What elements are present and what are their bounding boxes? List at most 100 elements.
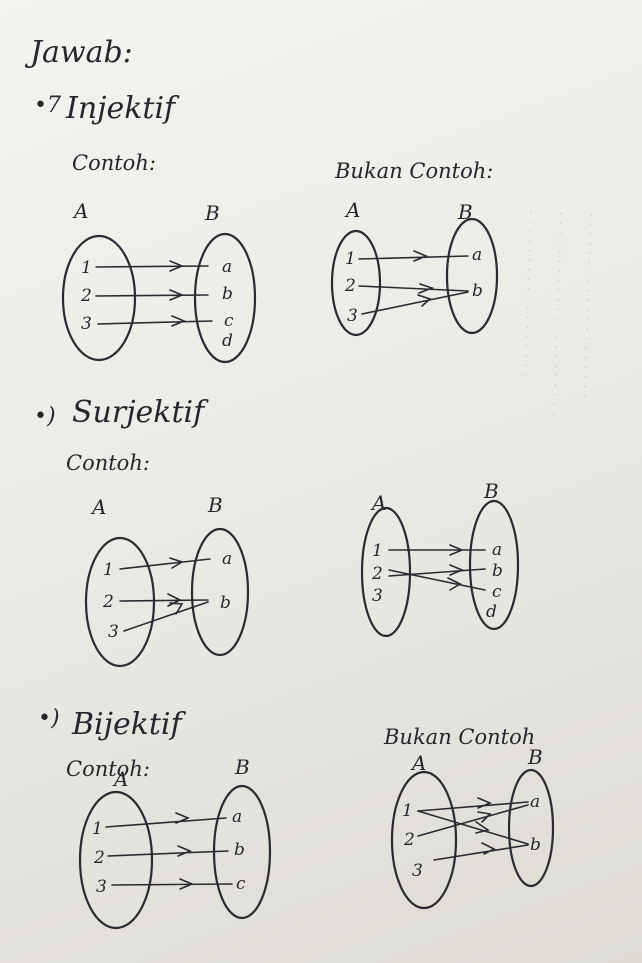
domain-element: 2: [344, 276, 356, 296]
surjektif-nonexample-diagram: A B 1 2 3 a b c d: [360, 479, 520, 638]
set-b-label: B: [457, 200, 473, 224]
set-a-ellipse: [360, 506, 412, 638]
domain-element: 1: [345, 249, 356, 269]
mapping-arrow: [361, 291, 469, 315]
domain-element: 3: [412, 861, 423, 881]
set-a-label: A: [90, 495, 106, 519]
surjektif-example-diagram: A B 1 2 3 a b: [84, 493, 250, 668]
bullet-marker: •): [38, 706, 60, 731]
set-a-ellipse: [84, 536, 156, 668]
set-a-ellipse: [390, 770, 458, 910]
mapping-arrow: [119, 557, 211, 570]
mapping-arrow: [417, 797, 529, 812]
codomain-element: b: [492, 561, 503, 581]
mapping-arrow: [388, 564, 486, 577]
example-label: Contoh:: [66, 451, 150, 475]
set-b-ellipse: [507, 768, 555, 888]
set-a-ellipse: [330, 229, 382, 337]
domain-element: 3: [96, 877, 107, 897]
set-b-label: B: [234, 755, 250, 779]
domain-element: 2: [403, 830, 415, 850]
example-label: Contoh:: [72, 151, 156, 175]
codomain-element: b: [530, 835, 541, 855]
domain-element: 2: [93, 848, 105, 868]
domain-element: 1: [372, 541, 383, 561]
mapping-arrow: [97, 315, 213, 327]
set-a-label: A: [112, 767, 128, 791]
codomain-element: d: [222, 331, 233, 351]
set-b-ellipse: [445, 217, 499, 335]
codomain-element: c: [492, 582, 502, 602]
domain-element: 1: [92, 819, 103, 839]
injektif-nonexample-diagram: A B 1 2 3 a b: [330, 198, 499, 337]
example-label: Contoh:: [66, 757, 150, 781]
section-surjektif: •) Surjektif Contoh: A B 1 2 3 a b A B 1…: [34, 395, 520, 668]
bleed-through-text: . . . . . . . . . . . . . . . . . . . . …: [520, 210, 604, 417]
mapping-arrow: [95, 260, 209, 272]
mapping-arrow: [119, 593, 209, 607]
mapping-arrow: [123, 601, 209, 632]
mapping-arrow: [107, 845, 229, 857]
mapping-arrow: [388, 544, 486, 556]
set-b-ellipse: [193, 232, 257, 364]
codomain-element: a: [222, 257, 232, 277]
codomain-element: b: [220, 593, 231, 613]
nonexample-label: Bukan Contoh:: [334, 159, 493, 183]
mapping-arrow: [358, 283, 469, 294]
bijektif-example-diagram: A B 1 2 3 a b c: [78, 755, 272, 930]
codomain-element: a: [232, 807, 242, 827]
mapping-arrow: [433, 842, 529, 861]
mapping-arrow: [358, 250, 469, 262]
domain-element: 1: [103, 560, 114, 580]
codomain-element: c: [236, 874, 246, 894]
mapping-arrow: [111, 878, 233, 890]
codomain-element: a: [530, 792, 540, 812]
domain-element: 2: [102, 592, 114, 612]
set-b-ellipse: [468, 499, 520, 631]
svg-text:. . . . . . . . . . . . . . .: . . . . . . . . . . . . . . . . . .: [520, 210, 544, 377]
codomain-element: a: [222, 549, 232, 569]
svg-text:. . . . . . . . . . . . . . .: . . . . . . . . . . . . . . . . . . . .: [580, 212, 604, 398]
mapping-arrow: [417, 810, 529, 845]
set-b-label: B: [207, 493, 223, 517]
set-b-ellipse: [190, 527, 250, 657]
codomain-element: a: [472, 245, 482, 265]
section-bijektif: •) Bijektif Contoh: Bukan Contoh A B 1 2…: [38, 706, 555, 930]
bullet-marker: •): [34, 404, 56, 429]
set-a-ellipse: [61, 234, 137, 362]
bijektif-nonexample-diagram: A B 1 2 3 a b: [390, 745, 555, 910]
domain-element: 2: [371, 564, 383, 584]
injektif-example-diagram: A B 1 2 3 a b c d: [61, 199, 257, 364]
domain-element: 3: [81, 314, 92, 334]
domain-element: 3: [372, 586, 383, 606]
codomain-element: b: [234, 840, 245, 860]
nonexample-label: Bukan Contoh: [383, 725, 535, 749]
section-title: Bijektif: [71, 707, 187, 742]
svg-text:. . . . . . . . . . . . . . .: . . . . . . . . . . . . . . . . . . . . …: [549, 211, 574, 417]
domain-element: 3: [347, 306, 358, 326]
mapping-arrow: [388, 569, 486, 591]
codomain-element: d: [486, 602, 497, 622]
set-b-label: B: [527, 745, 543, 769]
answer-heading: Jawab:: [24, 35, 133, 70]
mapping-arrow: [105, 812, 227, 828]
domain-element: 2: [80, 286, 92, 306]
section-title: Surjektif: [72, 395, 209, 430]
set-a-label: A: [410, 751, 426, 775]
domain-element: 1: [402, 801, 413, 821]
set-a-ellipse: [78, 790, 154, 930]
section-injektif: •7 Injektif Contoh: Bukan Contoh: A B 1 …: [34, 91, 499, 364]
mapping-arrow: [95, 289, 209, 301]
bullet-marker: •7: [34, 93, 61, 118]
codomain-element: c: [224, 311, 234, 331]
domain-element: 1: [81, 258, 92, 278]
mapping-arrow: [417, 804, 529, 837]
codomain-element: a: [492, 540, 502, 560]
set-b-label: B: [483, 479, 499, 503]
set-b-label: B: [204, 201, 220, 225]
set-a-label: A: [72, 199, 88, 223]
set-a-label: A: [344, 198, 360, 222]
domain-element: 3: [108, 622, 119, 642]
